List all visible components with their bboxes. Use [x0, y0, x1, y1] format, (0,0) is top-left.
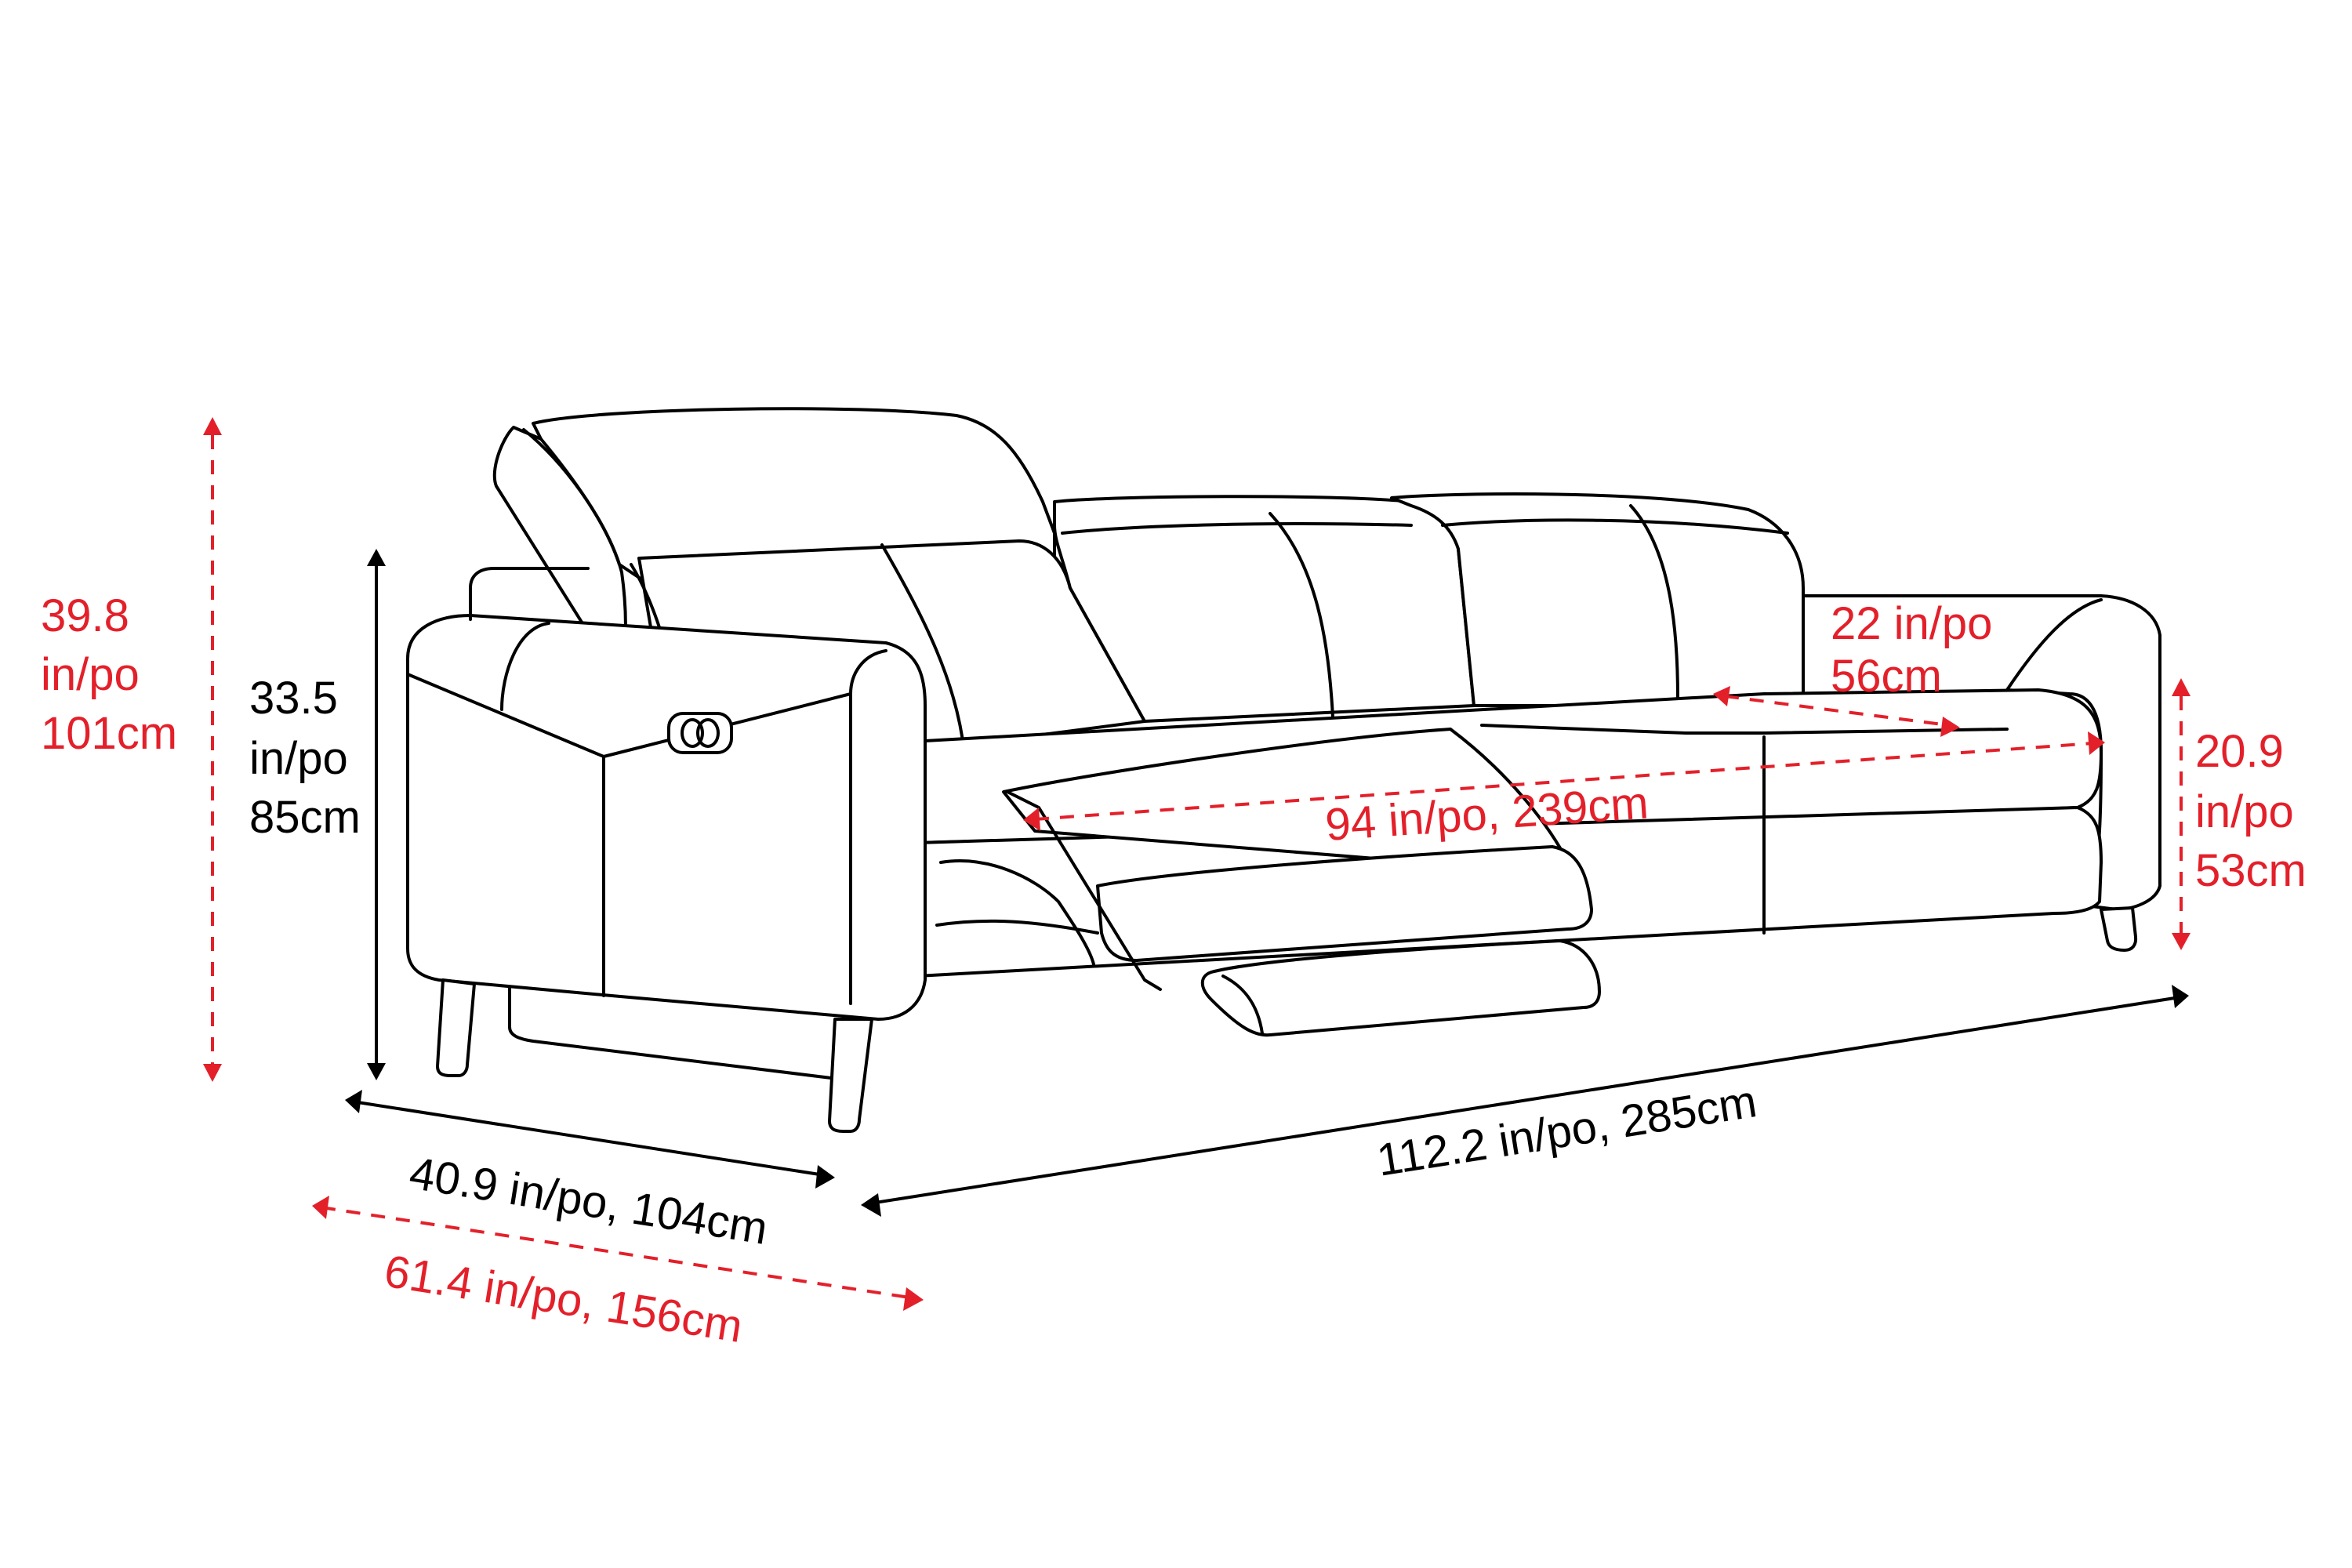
seat-height-value: 20.9: [2195, 726, 2284, 777]
sofa-drawing: [406, 407, 2161, 1133]
dimension-seat-height: 20.9 in/po 53cm: [2172, 678, 2307, 950]
power-recline-button-icon[interactable]: [667, 712, 733, 754]
depth-label: 40.9 in/po, 104cm: [406, 1148, 771, 1254]
reclined-seat-cushion: [1002, 728, 1570, 872]
height-value: 33.5: [249, 673, 338, 724]
height-max-value: 39.8: [41, 590, 129, 641]
base-rail: [508, 986, 833, 1080]
left-arm: [406, 614, 927, 1021]
leg-front-right: [828, 1018, 873, 1133]
seat-depth-cm: 56cm: [1831, 651, 1942, 702]
left-headrest-back: [532, 407, 1056, 582]
dimension-height-max: 39.8 in/po 101cm: [41, 417, 222, 1082]
right-arm: [1802, 594, 2161, 911]
dimension-width: 112.2 in/po, 285cm: [861, 985, 2189, 1217]
leg-right: [2100, 906, 2138, 952]
dimension-depth: 40.9 in/po, 104cm: [345, 1090, 835, 1254]
footrest-bolster: [1200, 939, 1601, 1037]
dimension-height: 33.5 in/po 85cm: [249, 549, 386, 1080]
height-max-unit: in/po: [41, 649, 140, 700]
height-cm: 85cm: [249, 792, 361, 843]
height-unit: in/po: [249, 733, 348, 784]
leg-front-left: [436, 978, 476, 1077]
dimension-seat-depth: 22 in/po 56cm: [1713, 598, 1992, 737]
seat-height-cm: 53cm: [2195, 845, 2307, 896]
seat-depth-value: 22 in/po: [1831, 598, 1992, 649]
height-max-cm: 101cm: [41, 708, 177, 759]
recliner-mechanism: [1006, 790, 1162, 991]
seat-height-unit: in/po: [2195, 786, 2294, 837]
depth-reclined-label: 61.4 in/po, 156cm: [381, 1246, 746, 1352]
right-backrest: [1390, 492, 1805, 707]
